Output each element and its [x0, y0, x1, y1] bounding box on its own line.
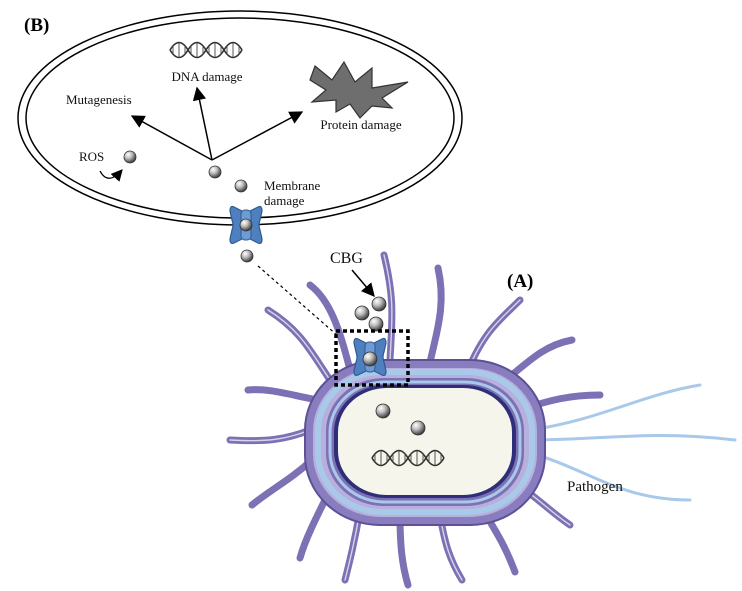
arrow-to-protein — [211, 111, 304, 161]
zoom-box — [334, 329, 410, 387]
nanoparticle — [371, 296, 387, 312]
nanoparticle — [375, 403, 391, 419]
pathogen-label: Pathogen — [567, 479, 623, 495]
dna-icon — [169, 41, 243, 59]
cbg-arrow — [351, 269, 375, 298]
nanoparticle — [368, 316, 384, 332]
nanoparticle — [234, 179, 248, 193]
panel-label-a: (A) — [507, 271, 533, 292]
arrow-to-dna — [192, 86, 213, 161]
mutagenesis-label: Mutagenesis — [66, 92, 132, 107]
pathogen-cell-a — [304, 359, 546, 526]
protein-damage-icon — [309, 60, 409, 119]
nanoparticles-b — [123, 150, 254, 263]
damage-arrows — [130, 86, 304, 161]
membrane-damage-label-1: Membrane — [264, 178, 321, 193]
panel-label-b: (B) — [24, 15, 49, 36]
nanoparticle — [208, 165, 222, 179]
ros-label: ROS — [79, 149, 104, 164]
dna-damage-label: DNA damage — [171, 69, 242, 84]
membrane-channel-b — [229, 205, 263, 245]
protein-damage-label: Protein damage — [320, 117, 401, 132]
nanoparticles-a — [354, 296, 426, 436]
nanoparticle — [240, 249, 254, 263]
membrane-channel-a — [353, 337, 387, 377]
arrow-to-mutagenesis — [130, 115, 213, 161]
nanoparticle — [354, 305, 370, 321]
membrane-damage-label-2: damage — [264, 193, 305, 208]
nanoparticle — [123, 150, 137, 164]
ros-curved-arrow — [99, 169, 123, 182]
cbg-label: CBG — [330, 250, 363, 267]
nanoparticle — [410, 420, 426, 436]
